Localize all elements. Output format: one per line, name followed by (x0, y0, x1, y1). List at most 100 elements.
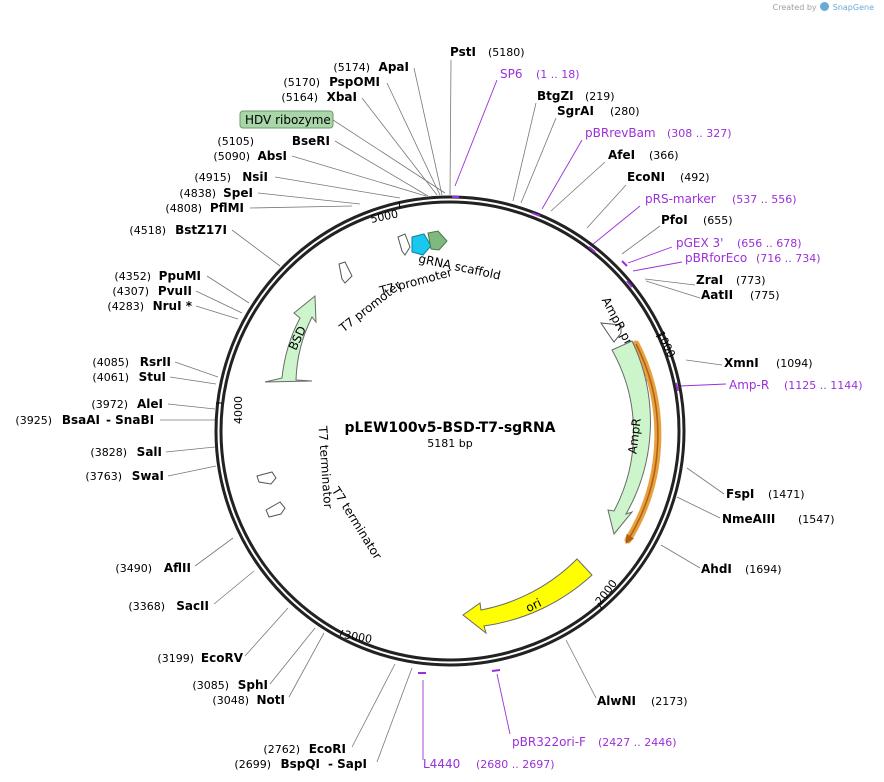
enzyme-pfoi-pos: (655) (703, 214, 733, 227)
enzyme-fspi[interactable]: FspI (726, 487, 754, 501)
primer-amp-r-range: (1125 .. 1144) (784, 379, 863, 392)
primer-pbrrevbam[interactable]: pBRrevBam (585, 126, 656, 140)
enzyme-ahdi[interactable]: AhdI (701, 562, 732, 576)
primer-l4440-range: (2680 .. 2697) (476, 758, 555, 771)
enzyme-aflii[interactable]: AflII (164, 561, 191, 575)
enzyme-pvuii[interactable]: PvuII (158, 284, 192, 298)
enzyme-aatii-pos: (775) (750, 289, 780, 302)
enzyme-spei-pos: (4838) (179, 187, 216, 200)
primer-amp-r[interactable]: Amp-R (729, 378, 769, 392)
primer-l4440[interactable]: L4440 (423, 757, 460, 771)
feature-t7-terminator-2[interactable] (265, 501, 286, 518)
enzyme-rsrii[interactable]: RsrII (140, 355, 171, 369)
enzyme-nsii-pos: (4915) (194, 171, 231, 184)
primer-sp6[interactable]: SP6 (500, 67, 523, 81)
feature-label-ampr: AmpR (625, 417, 643, 454)
enzyme-econi-pos: (492) (680, 171, 710, 184)
feature-ampr[interactable] (607, 340, 651, 536)
tick-label-1000: 1000 (654, 329, 678, 360)
enzyme-sali[interactable]: SalI (137, 445, 162, 459)
enzyme-btgzi[interactable]: BtgZI (537, 89, 574, 103)
enzyme-aatii[interactable]: AatII (701, 288, 733, 302)
tick-label-5000: 5000 (369, 207, 399, 226)
enzyme-alei[interactable]: AleI (137, 397, 163, 411)
enzyme-apai[interactable]: ApaI (379, 60, 409, 74)
primer-mark-pbr322ori-f (491, 669, 501, 672)
enzyme-stui[interactable]: StuI (139, 370, 166, 384)
enzyme-labels-left: (5174) ApaI (5170) PspOMI (5164) XbaI (5… (15, 60, 409, 771)
enzyme-nsii[interactable]: NsiI (242, 170, 268, 184)
enzyme-alwni[interactable]: AlwNI (597, 694, 636, 708)
primer-marks (418, 196, 679, 674)
primer-mark-prs-marker (588, 246, 596, 253)
enzyme-apai-pos: (5174) (333, 61, 370, 74)
enzyme-bspqi[interactable]: BspQI (280, 757, 320, 771)
feature-ori[interactable] (462, 558, 593, 635)
enzyme-alwni-pos: (2173) (651, 695, 688, 708)
enzyme-nmeaiii[interactable]: NmeAIII (722, 512, 775, 526)
primer-pgex3[interactable]: pGEX 3' (676, 236, 723, 250)
primer-prs-marker[interactable]: pRS-marker (645, 192, 716, 206)
primer-pbrforeco-range: (716 .. 734) (756, 252, 821, 265)
enzyme-pspomi[interactable]: PspOMI (329, 75, 380, 89)
enzyme-absi[interactable]: AbsI (258, 149, 287, 163)
feature-t7-terminator-1[interactable] (256, 471, 277, 485)
enzyme-psti-pos: (5180) (488, 46, 525, 59)
enzyme-ppumi[interactable]: PpuMI (159, 269, 201, 283)
feature-t7-promoter-2[interactable] (397, 233, 411, 256)
enzyme-swai[interactable]: SwaI (132, 469, 164, 483)
feature-label-t7-terminator-1: T7 terminator (315, 425, 335, 509)
enzyme-ecorv[interactable]: EcoRV (201, 651, 244, 665)
feature-ampr-promoter[interactable] (599, 322, 622, 343)
enzyme-sphi-pos: (3085) (192, 679, 229, 692)
enzyme-pvuii-pos: (4307) (112, 285, 149, 298)
enzyme-xmni[interactable]: XmnI (724, 356, 759, 370)
enzyme-pflmi-pos: (4808) (165, 202, 202, 215)
enzyme-sphi[interactable]: SphI (238, 678, 268, 692)
enzyme-sapi[interactable]: - SapI (328, 757, 367, 771)
tick-label-3000: 3000 (343, 628, 373, 646)
enzyme-nrui[interactable]: NruI * (153, 299, 193, 313)
enzyme-sacii-pos: (3368) (128, 600, 165, 613)
enzyme-bsaai[interactable]: BsaAI (62, 413, 100, 427)
enzyme-afei[interactable]: AfeI (608, 148, 635, 162)
primer-pbrrevbam-range: (308 .. 327) (667, 127, 732, 140)
feature-blue-arrow[interactable] (411, 233, 432, 256)
primer-pbr322ori-f[interactable]: pBR322ori-F (512, 735, 586, 749)
credit-created-by: Created by (772, 3, 817, 12)
enzyme-sgrai[interactable]: SgrAI (557, 104, 594, 118)
enzyme-spei[interactable]: SpeI (223, 186, 253, 200)
primer-mark-pgex3 (621, 260, 628, 267)
primer-mark-ampr (675, 382, 679, 392)
primer-pgex3-range: (656 .. 678) (737, 237, 802, 250)
primer-pbrforeco[interactable]: pBRforEco (685, 251, 747, 265)
feature-hdv-ribozyme[interactable] (239, 110, 334, 129)
enzyme-btgzi-pos: (219) (585, 90, 615, 103)
enzyme-bseri[interactable]: BseRI (292, 134, 330, 148)
enzyme-psti[interactable]: PstI (450, 45, 476, 59)
primer-labels: SP6 (1 .. 18) pBRrevBam (308 .. 327) pRS… (423, 67, 863, 771)
enzyme-ecori[interactable]: EcoRI (309, 742, 346, 756)
enzyme-snabi[interactable]: - SnaBI (106, 413, 154, 427)
enzyme-econi[interactable]: EcoNI (627, 170, 665, 184)
enzyme-pfoi[interactable]: PfoI (661, 213, 688, 227)
feature-bsd[interactable] (264, 294, 317, 383)
enzyme-nmeaiii-pos: (1547) (798, 513, 835, 526)
plasmid-name: pLEW100v5-BSD-T7-sgRNA (344, 420, 555, 436)
enzyme-alei-pos: (3972) (91, 398, 128, 411)
enzyme-absi-pos: (5090) (213, 150, 250, 163)
enzyme-zrai[interactable]: ZraI (696, 273, 723, 287)
enzyme-noti[interactable]: NotI (257, 693, 286, 707)
feature-t7-promoter-1[interactable] (338, 261, 353, 284)
enzyme-bstz17i[interactable]: BstZ17I (175, 223, 227, 237)
enzyme-noti-pos: (3048) (212, 694, 249, 707)
enzyme-pflmi[interactable]: PflMI (210, 201, 244, 215)
enzyme-xbai[interactable]: XbaI (327, 90, 357, 104)
enzyme-xbai-pos: (5164) (281, 91, 318, 104)
feature-label-ori: ori (523, 596, 543, 615)
enzyme-pspomi-pos: (5170) (283, 76, 320, 89)
feature-grna-scaffold[interactable] (427, 230, 448, 251)
enzyme-sacii[interactable]: SacII (176, 599, 209, 613)
enzyme-sgrai-pos: (280) (610, 105, 640, 118)
primer-mark-pbrrevbam (531, 212, 541, 217)
